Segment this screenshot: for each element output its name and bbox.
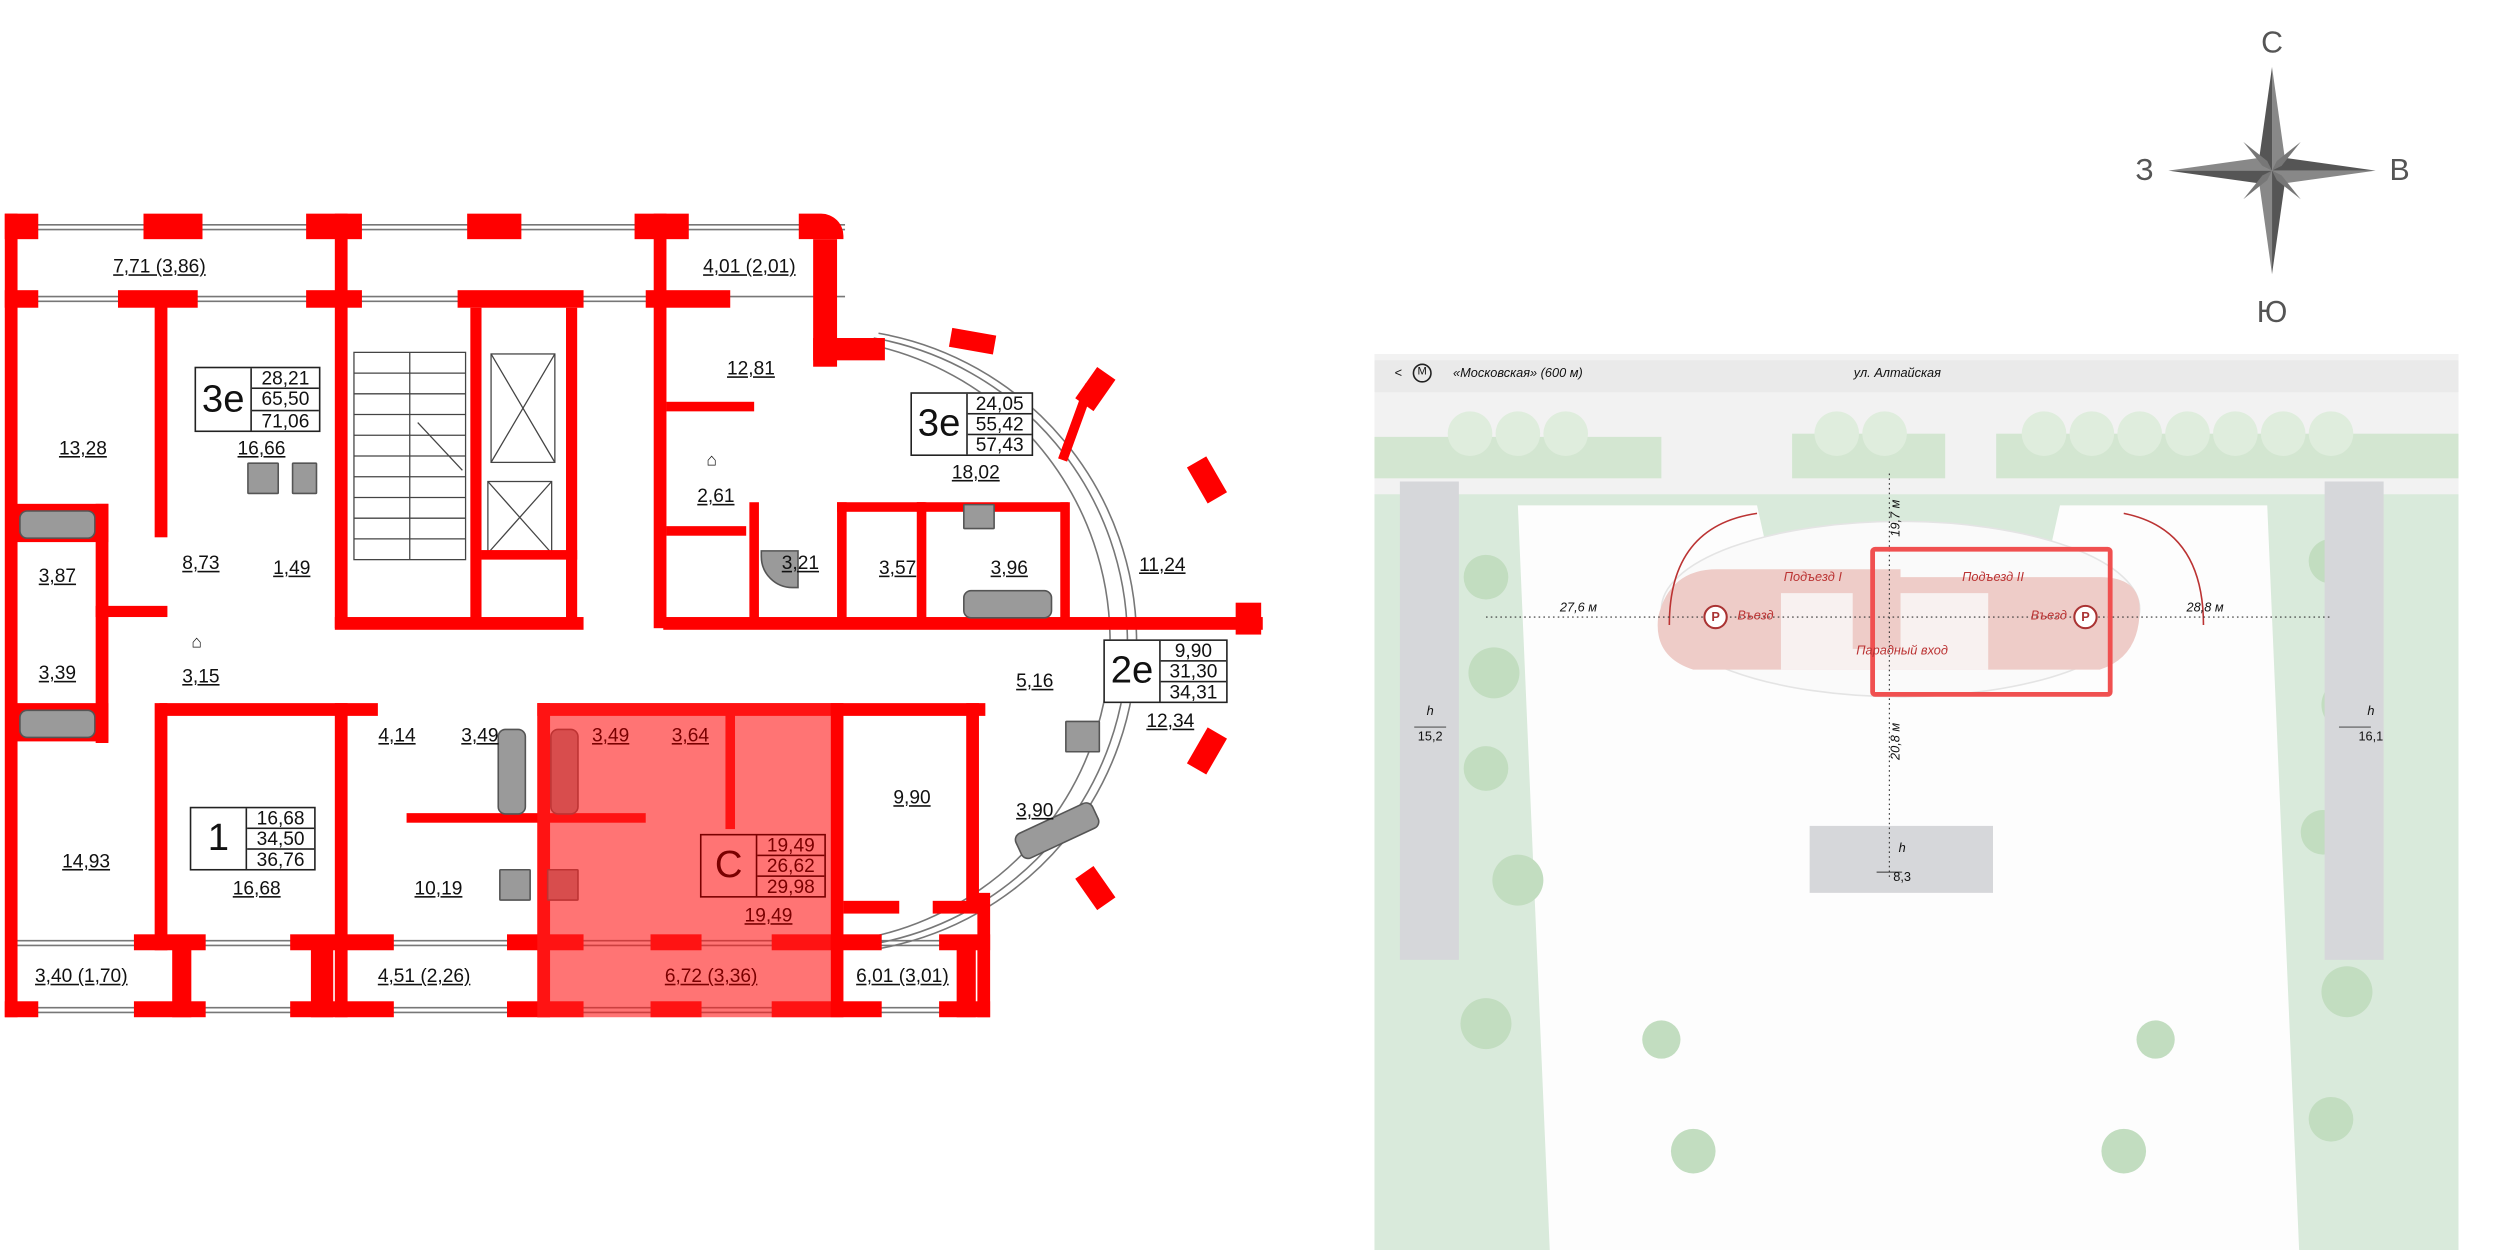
building-height-label: h xyxy=(2367,703,2375,719)
living-area: 16,68 xyxy=(247,808,315,830)
room-area: 3,49 xyxy=(592,723,630,747)
building-height-value: 16,1 xyxy=(2358,729,2384,744)
distance-left: 27,6 м xyxy=(1559,600,1598,615)
highlighted-apartment-area[interactable] xyxy=(537,703,831,1018)
building-height-value: 8,3 xyxy=(1893,869,1911,885)
room-area: 1,49 xyxy=(273,556,311,579)
room-area: 3,96 xyxy=(990,556,1028,579)
room-area: 16,68 xyxy=(232,876,281,900)
selected-entrance-highlight[interactable] xyxy=(1870,546,2113,697)
room-area: 3,40 (1,70) xyxy=(35,964,128,987)
site-plan-map xyxy=(1374,353,2459,1250)
room-area: 2,61 xyxy=(697,484,735,508)
room-area: 14,93 xyxy=(62,849,111,873)
room-area: 19,49 xyxy=(744,904,793,927)
room-area: 4,51 (2,26) xyxy=(377,964,471,987)
building-height-label: h xyxy=(1898,841,1906,856)
room-area: 4,14 xyxy=(378,723,416,747)
room-area: 3,49 xyxy=(461,723,499,747)
entry-right-label: Въезд xyxy=(2030,608,2067,623)
parking-icon: P xyxy=(2081,609,2090,625)
room-area: 10,19 xyxy=(414,876,463,900)
room-area: 3,21 xyxy=(781,551,820,574)
living-area: 28,21 xyxy=(251,368,319,390)
room-area: 3,64 xyxy=(671,723,709,747)
total-area: 26,62 xyxy=(757,856,825,877)
building-height-value: 15,2 xyxy=(1417,729,1443,744)
entrance-2-label: Подъезд II xyxy=(1962,569,2024,585)
room-area: 12,81 xyxy=(727,357,775,380)
apartment-type: 3е xyxy=(912,393,968,455)
hanger-icon: ⌂ xyxy=(191,632,202,653)
compass-rose-icon xyxy=(2168,66,2376,275)
room-area: 7,71 (3,86) xyxy=(113,255,206,278)
compass-south: Ю xyxy=(2256,296,2288,331)
room-area: 11,24 xyxy=(1139,553,1186,576)
total-area-with-balcony: 36,76 xyxy=(256,848,305,871)
total-area-with-balcony: 57,43 xyxy=(975,433,1024,456)
distance-bottom: 20,8 м xyxy=(1888,722,1903,760)
distance-right: 28,8 м xyxy=(2186,600,2224,615)
apartment-type: 1 xyxy=(191,808,248,869)
metro-icon: M xyxy=(1412,363,1432,383)
room-area: 9,90 xyxy=(893,786,931,809)
room-area: 5,16 xyxy=(1016,669,1054,692)
room-area: 8,73 xyxy=(182,551,220,574)
metro-back-chevron[interactable]: < xyxy=(1394,365,1403,381)
room-area: 18,02 xyxy=(951,460,1000,484)
room-area: 3,15 xyxy=(182,664,220,688)
main-entrance-label: Парадный вход xyxy=(1856,643,1948,658)
total-area: 31,30 xyxy=(1160,662,1227,683)
living-area: 24,05 xyxy=(967,394,1032,415)
apartment-type: 3е xyxy=(196,368,252,431)
room-area: 3,57 xyxy=(879,556,917,579)
total-area: 65,50 xyxy=(251,389,319,411)
compass-east: В xyxy=(2389,154,2410,189)
apartment-type: 2е xyxy=(1105,640,1161,702)
living-area: 9,90 xyxy=(1160,641,1227,662)
total-area-with-balcony: 71,06 xyxy=(261,409,310,432)
total-area: 55,42 xyxy=(967,415,1032,436)
building-height-label: h xyxy=(1426,703,1434,719)
entrance-1-label: Подъезд I xyxy=(1783,569,1842,585)
street-label: ул. Алтайская xyxy=(1853,365,1941,381)
parking-icon: P xyxy=(1711,609,1720,625)
room-area: 12,34 xyxy=(1146,709,1195,732)
apartment-type: С xyxy=(702,835,758,897)
room-area: 3,87 xyxy=(38,564,77,587)
room-area: 16,66 xyxy=(237,436,286,460)
metro-station-label: «Московская» (600 м) xyxy=(1453,365,1583,381)
total-area: 34,50 xyxy=(247,829,315,850)
compass-west: З xyxy=(2135,154,2154,189)
entry-left-label: Въезд xyxy=(1737,608,1774,623)
room-area: 4,01 (2,01) xyxy=(703,255,796,278)
total-area-with-balcony: 34,31 xyxy=(1169,680,1218,704)
compass-north: С xyxy=(2261,27,2283,61)
total-area-with-balcony: 29,98 xyxy=(766,875,815,898)
room-area: 3,39 xyxy=(38,661,77,684)
living-area: 19,49 xyxy=(757,835,825,857)
distance-top: 19,7 м xyxy=(1888,499,1903,537)
hanger-icon: ⌂ xyxy=(706,451,717,471)
room-area: 3,90 xyxy=(1016,798,1054,822)
room-area: 13,28 xyxy=(58,436,107,460)
room-area: 6,72 (3,36) xyxy=(664,964,758,987)
room-area: 6,01 (3,01) xyxy=(856,964,949,987)
